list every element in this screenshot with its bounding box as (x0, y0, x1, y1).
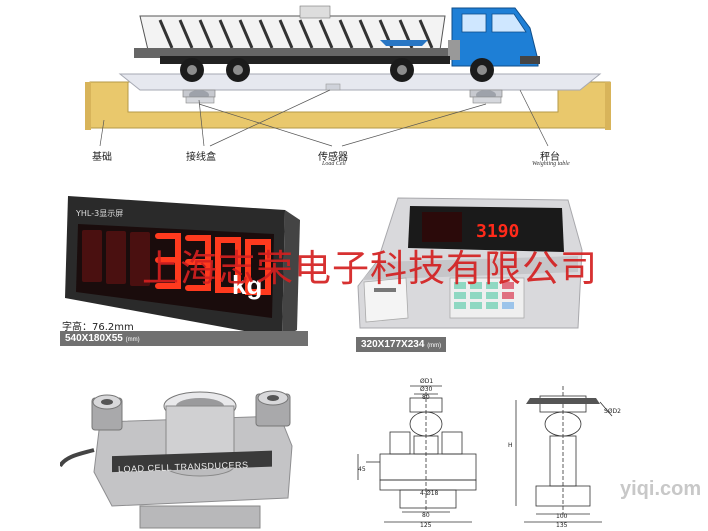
load-cell-photo (60, 390, 293, 529)
label-junction-box: 接线盒 (186, 152, 216, 163)
drawing-dim-80-top: 80 (422, 394, 430, 401)
indicator-reading: 3190 (476, 221, 520, 242)
drawing-dim-holes: 4-Ø18 (420, 490, 439, 497)
drawing-dim-sd2: SØD2 (604, 408, 621, 415)
indicator-photo (357, 197, 583, 329)
large-display-photo (65, 196, 300, 338)
drawing-dim-h: H (508, 442, 513, 449)
display-char-height: 字高：76.2mm (62, 322, 134, 333)
truck-scale-diagram (85, 5, 611, 147)
display-dimensions-value: 540X180X55 (65, 333, 123, 344)
site-watermark: yiqi.com (620, 478, 702, 500)
drawing-dim-100: 100 (556, 513, 568, 520)
drawing-dim-125: 125 (420, 522, 432, 529)
indicator-dimensions: 320X177X234 (mm) (356, 337, 447, 352)
company-watermark: 上海志荣电子科技有限公司 (142, 247, 598, 290)
drawing-dim-d1: ØD1 (420, 378, 434, 385)
drawing-dim-135: 135 (556, 522, 568, 529)
label-load-cell-cn: 传感器 (318, 152, 348, 163)
indicator-dimensions-value: 320X177X234 (361, 339, 425, 350)
display-dimensions: 540X180X55 (mm) (60, 331, 308, 346)
drawing-dim-80: 80 (422, 512, 430, 519)
label-foundation: 基础 (92, 152, 112, 163)
load-cell-right (469, 89, 503, 104)
label-load-cell-en: Load Cell (322, 161, 346, 167)
drawing-dim-d30: Ø30 (420, 386, 433, 393)
leader-lines (99, 89, 549, 147)
truck-illustration (134, 5, 540, 82)
display-unit: kg (232, 270, 263, 300)
label-weighing-table-cn: 秤台 (540, 152, 560, 163)
label-weighing-table-en: Weighting table (532, 161, 570, 167)
indicator-dimensions-unit: (mm) (427, 343, 442, 349)
technical-drawing (357, 385, 613, 523)
display-dimensions-unit: (mm) (125, 337, 140, 343)
load-cell-left (182, 89, 216, 104)
display-model-label: YHL-3显示屏 (76, 209, 124, 218)
drawing-dim-45: 45 (358, 466, 366, 473)
